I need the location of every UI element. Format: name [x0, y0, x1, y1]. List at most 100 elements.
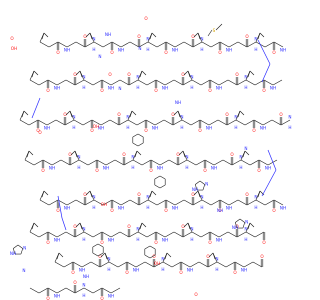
backbone-bond [128, 79, 139, 86]
atom-label-o: O [252, 128, 256, 133]
side-chain-bond [70, 150, 76, 156]
backbone-bond [120, 199, 131, 206]
backbone-bond [213, 159, 224, 166]
backbone-bond [168, 159, 179, 166]
backbone-bond [150, 159, 161, 166]
backbone-bond [72, 261, 83, 268]
side-chain-bond [21, 110, 25, 118]
backbone-bond [60, 159, 71, 166]
backbone-bond [129, 199, 140, 206]
atom-label-n: N [92, 195, 95, 200]
tyrosine-ring-bond [149, 254, 156, 259]
side-chain-bond [193, 190, 199, 196]
backbone-bond [155, 231, 166, 238]
backbone-bond [120, 41, 131, 48]
side-chain-bond [79, 222, 83, 230]
side-chain-bond [56, 252, 60, 260]
backbone-bond [92, 287, 103, 294]
atom-label-n: N [254, 195, 257, 200]
backbone-bond [208, 119, 219, 126]
backbone-bond [156, 41, 167, 48]
atom-label-nh: NH [280, 206, 286, 211]
atom-label-n: N [205, 181, 208, 186]
atom-label-o: O [73, 72, 77, 77]
backbone-bond [209, 231, 220, 238]
backbone-bond [55, 119, 66, 126]
backbone-bond [263, 79, 274, 86]
atom-label-o: O [122, 152, 126, 157]
tyrosine-ring-bond [149, 245, 156, 250]
atom-label-o: O [108, 72, 112, 77]
atom-label-n: N [131, 155, 134, 160]
atom-label-n: N [77, 155, 80, 160]
backbone-bond [244, 119, 255, 126]
backbone-bond [264, 199, 275, 206]
atom-label-o: O [245, 34, 249, 39]
backbone-bond [84, 199, 95, 206]
atom-label-o: O [46, 240, 50, 245]
atom-label-oh: OH [154, 261, 160, 266]
backbone-bond [236, 79, 247, 86]
side-chain-bond [65, 110, 71, 116]
atom-label-o: O [181, 72, 185, 77]
backbone-bond [164, 231, 175, 238]
backbone-bond [267, 159, 278, 166]
backbone-bond [180, 261, 191, 268]
backbone-bond [173, 79, 184, 86]
side-chain-bond [182, 150, 186, 158]
atom-label-nh: NH [108, 86, 114, 91]
backbone-bond [165, 199, 176, 206]
side-chain-bond [58, 252, 64, 258]
atom-label-nh: NH [118, 206, 124, 211]
backbone-bond [74, 79, 85, 86]
atom-label-nh: NH [232, 225, 238, 230]
atom-label-h: H [146, 47, 149, 52]
backbone-bond [96, 159, 107, 166]
atom-label-nh: NH [49, 166, 55, 171]
backbone-bond [137, 79, 148, 86]
atom-label-o: O [208, 240, 212, 245]
atom-label-o: O [181, 224, 185, 229]
atom-label-o: O [127, 224, 131, 229]
atom-label-o: O [110, 50, 114, 55]
atom-label-o: O [95, 168, 99, 173]
atom-label-nh: NH [216, 238, 222, 243]
atom-label-h: H [146, 205, 149, 210]
side-chain-bond [257, 190, 261, 198]
side-chain-bond [75, 70, 81, 76]
backbone-bond [75, 41, 86, 48]
atom-label-nh: NH [83, 274, 89, 279]
backbone-bond [111, 41, 122, 48]
atom-label-h: H [244, 85, 247, 90]
backbone-bond [159, 159, 170, 166]
atom-label-o: O [257, 168, 261, 173]
backbone-bond [66, 41, 77, 48]
backbone-bond [105, 159, 116, 166]
backbone-bond [19, 119, 30, 126]
atom-label-h: H [92, 205, 95, 210]
atom-label-nh: NH [157, 166, 163, 171]
atom-label-nh: NH [270, 86, 276, 91]
atom-label-o: O [127, 72, 131, 77]
backbone-bond [237, 41, 248, 48]
backbone-bond [155, 79, 166, 86]
atom-label-o: O [154, 88, 158, 93]
atom-label-o: O [83, 192, 87, 197]
backbone-bond [254, 231, 265, 238]
imidazole-ring-bond [20, 248, 24, 255]
side-chain-bond [244, 150, 250, 156]
atom-label-o: O [208, 88, 212, 93]
backbone-bond [135, 261, 146, 268]
atom-label-o: O [137, 192, 141, 197]
backbone-bond [39, 41, 50, 48]
atom-label-n: N [146, 195, 149, 200]
backbone-bond [235, 119, 246, 126]
atom-label-o: O [164, 208, 168, 213]
atom-label-o: O [262, 240, 266, 245]
atom-label-o: O [218, 50, 222, 55]
backbone-bond [119, 79, 130, 86]
row-link-bond [261, 169, 277, 197]
backbone-bond [153, 261, 164, 268]
atom-label-o: O [272, 208, 276, 213]
